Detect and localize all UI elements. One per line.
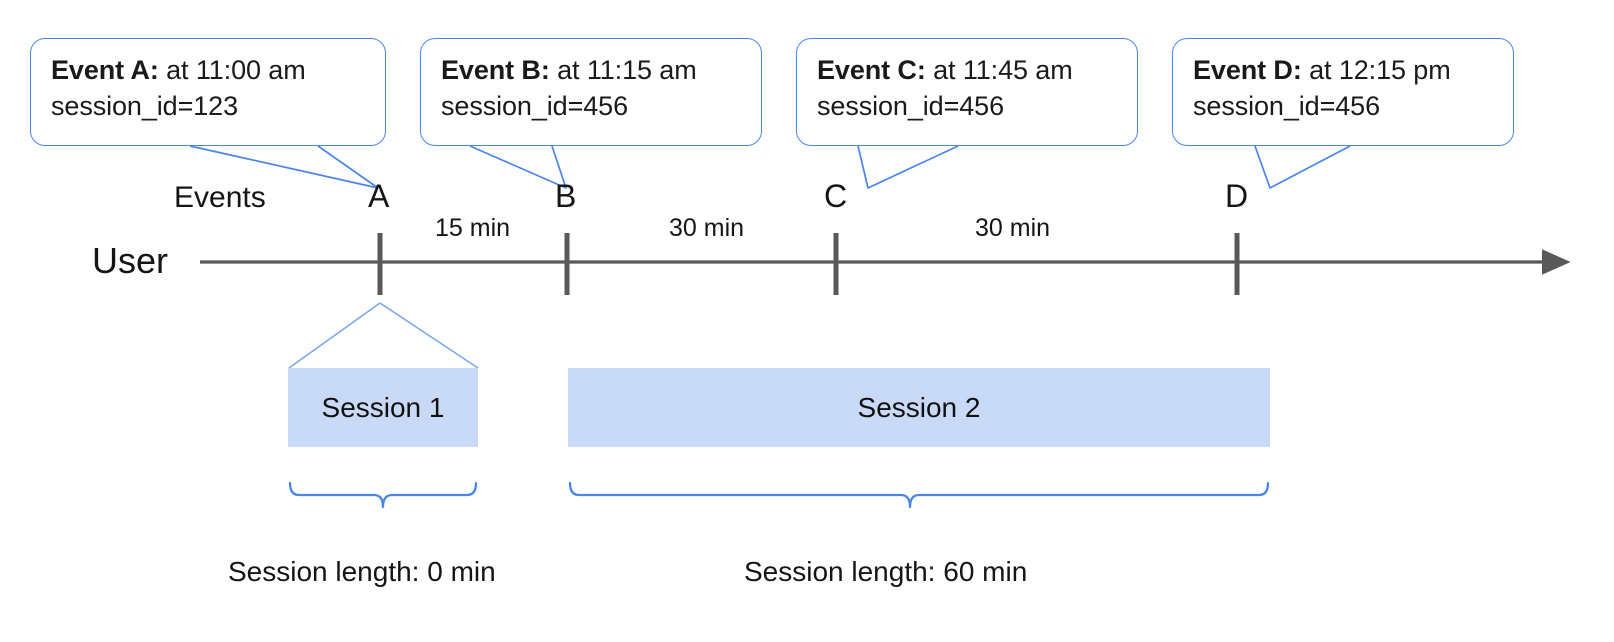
callout-event-c[interactable]: Event C: at 11:45 am session_id=456 (796, 38, 1138, 146)
event-marker-label-c: C (824, 178, 848, 214)
callout-b-title: Event B: (441, 55, 550, 85)
callout-tail-b (469, 145, 567, 189)
callout-c-title: Event C: (817, 55, 926, 85)
callout-c-session-id: session_id=456 (817, 90, 1004, 121)
session-length-label-1: Session length: 0 min (228, 556, 496, 587)
event-marker-label-b: B (555, 178, 577, 214)
session-length-label-2: Session length: 60 min (744, 556, 1028, 587)
session1-brace (288, 481, 478, 509)
callout-event-b[interactable]: Event B: at 11:15 am session_id=456 (420, 38, 762, 146)
session-bar-1[interactable]: Session 1 (288, 368, 478, 447)
callout-event-d[interactable]: Event D: at 12:15 pm session_id=456 (1172, 38, 1514, 146)
callout-tail-d (1254, 145, 1351, 189)
callout-tail-a (189, 145, 379, 189)
session-bar-2-label: Session 2 (857, 391, 981, 423)
callout-a-session-id: session_id=123 (51, 90, 238, 121)
callout-b-session-id: session_id=456 (441, 90, 628, 121)
callout-tail-c (857, 145, 959, 189)
session1-funnel (288, 302, 479, 369)
callout-a-time: at 11:00 am (166, 55, 306, 85)
callout-a-title: Event A: (51, 55, 159, 85)
callout-c-time: at 11:45 am (933, 55, 1073, 85)
events-row-label: Events (174, 181, 266, 214)
session-bar-2[interactable]: Session 2 (568, 368, 1270, 447)
callout-d-session-id: session_id=456 (1193, 90, 1380, 121)
event-marker-label-d: D (1225, 178, 1249, 214)
callout-event-a[interactable]: Event A: at 11:00 am session_id=123 (30, 38, 386, 146)
user-row-label: User (92, 240, 169, 281)
interval-label-cd: 30 min (975, 214, 1051, 242)
callout-d-title: Event D: (1193, 55, 1302, 85)
event-marker-label-a: A (368, 178, 390, 214)
interval-label-bc: 30 min (669, 214, 745, 242)
session2-brace (568, 481, 1270, 509)
interval-label-ab: 15 min (435, 214, 511, 242)
session-bar-1-label: Session 1 (321, 391, 445, 423)
callout-b-time: at 11:15 am (557, 55, 697, 85)
callout-d-time: at 12:15 pm (1309, 55, 1451, 85)
